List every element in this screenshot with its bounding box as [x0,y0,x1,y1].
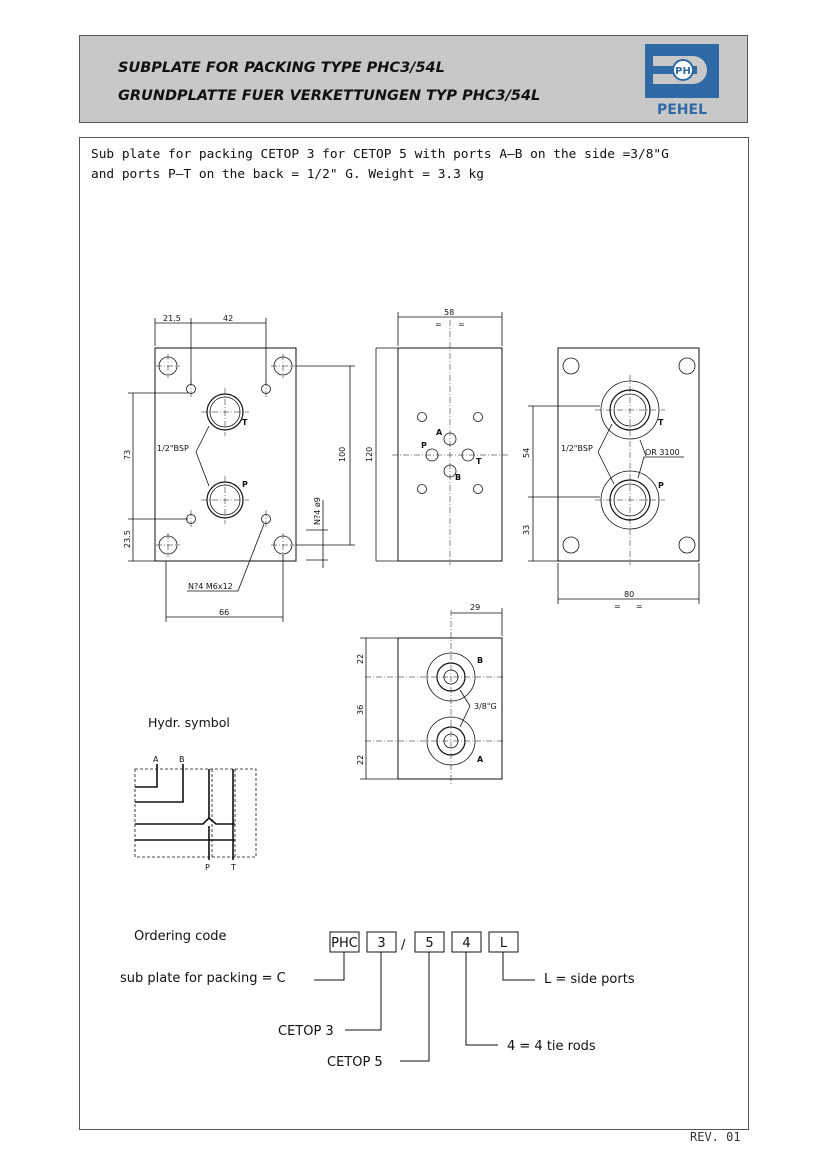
dim-21-5: 21.5 [163,314,181,323]
right-eq-2: = [636,602,643,611]
label-cetop5: CETOP 5 [327,1055,383,1070]
dim-120: 120 [365,447,374,462]
dim-holes: N?4 ø9 [313,497,322,525]
right-port-p: P [658,481,664,490]
middle-port-b: B [455,473,461,482]
middle-view: 120 58 = = A P T B [365,308,508,565]
hydraulic-symbol: Hydr. symbol A B P T [134,715,257,872]
middle-port-t: T [476,457,482,466]
hydraulic-title: Hydr. symbol [148,715,230,730]
logo-text: PEHEL [657,102,707,118]
logo-mark: PH [675,66,691,77]
hydraulic-t: T [230,863,236,872]
ordering-code: Ordering code PHC 3 5 4 L / sub plate fo… [120,929,635,1070]
front-screws-label: N?4 M6x12 [188,582,233,591]
dim-23-5: 23.5 [123,530,132,548]
dim-22-top: 22 [356,654,365,664]
dim-22-bottom: 22 [356,755,365,765]
code-l: L [500,936,508,951]
dim-100: 100 [338,447,347,462]
title-german: GRUNDPLATTE FUER VERKETTUNGEN TYP PHC3/5… [118,88,541,104]
front-bsp-label: 1/2"BSP [157,444,189,453]
side-view: 29 22 36 22 3/8"G B A [356,603,505,785]
description-line-1: Sub plate for packing CETOP 3 for CETOP … [91,147,669,162]
middle-port-p: P [421,441,427,450]
title-block: SUBPLATE FOR PACKING TYPE PHC3/54L GRUND… [79,35,748,123]
side-port-a: A [477,755,484,764]
ordering-title: Ordering code [134,929,227,944]
code-5: 5 [425,936,433,951]
dim-36: 36 [356,705,365,715]
label-sub-plate: sub plate for packing = C [120,971,286,986]
drawing-sheet: Sub plate for packing CETOP 3 for CETOP … [79,137,749,1130]
front-view: 21.5 42 73 23.5 100 N?4 ø9 66 1/2"BSP T … [123,314,355,622]
dim-33: 33 [522,525,531,535]
hydraulic-p: P [205,863,210,872]
dim-66: 66 [219,608,229,617]
middle-eq-1: = [435,320,442,329]
label-tie-rods: 4 = 4 tie rods [507,1039,596,1054]
revision-label: REV. 01 [690,1130,741,1144]
dim-42: 42 [223,314,233,323]
code-3: 3 [377,936,385,951]
hydraulic-b: B [179,755,185,764]
side-port-b: B [477,656,483,665]
pehel-logo: PH PEHEL [645,44,719,118]
hydraulic-a: A [153,755,159,764]
code-4: 4 [462,936,470,951]
dim-58: 58 [444,308,454,317]
description-line-2: and ports P–T on the back = 1/2" G. Weig… [91,167,484,182]
middle-eq-2: = [458,320,465,329]
right-or-label: OR 3100 [645,448,680,457]
right-port-t: T [658,418,664,427]
right-bsp-label: 1/2"BSP [561,444,593,453]
label-side-ports: L = side ports [544,972,635,987]
front-port-t: T [242,418,248,427]
dim-54: 54 [522,448,531,458]
code-slash: / [401,938,406,953]
dim-73: 73 [123,450,132,460]
right-view: 54 33 80 = = 1/2"BSP OR 3100 T P [522,347,700,611]
dim-80: 80 [624,590,634,599]
middle-port-a: A [436,428,443,437]
label-cetop3: CETOP 3 [278,1024,334,1039]
side-thread-label: 3/8"G [474,702,497,711]
title-english: SUBPLATE FOR PACKING TYPE PHC3/54L [118,60,445,76]
dim-29: 29 [470,603,480,612]
code-phc: PHC [331,936,358,951]
right-eq-1: = [614,602,621,611]
front-port-p: P [242,480,248,489]
